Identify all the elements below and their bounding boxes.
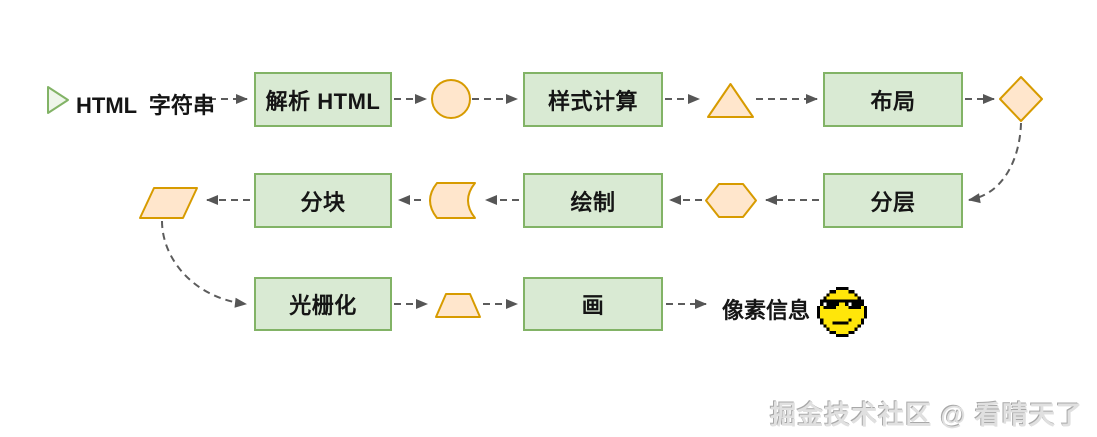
watermark-text: 掘金技术社区 @ 看晴天了 [770,400,1083,430]
node-layering-label: 分层 [870,189,916,215]
connector-parallelogram-to-rasterize-curve [161,220,247,308]
hexagon-shape [705,183,757,218]
start-label-html-string: HTML 字符串 [76,93,215,118]
node-paint-label: 绘制 [570,189,616,215]
parallelogram-shape [139,187,198,219]
node-rasterize-label: 光栅化 [289,293,357,318]
node-parse-html: 解析 HTML [254,72,392,127]
node-style-calc: 样式计算 [523,72,663,127]
node-layering: 分层 [823,173,963,228]
connector-diamond-to-layering-curve [968,122,1022,204]
node-draw-label: 画 [581,293,605,318]
triangle-shape [707,83,754,118]
diamond-shape [999,76,1043,122]
stored-data-shape [429,182,476,219]
node-layout-label: 布局 [870,88,916,114]
node-parse-html-label: 解析 HTML [265,88,381,114]
node-paint: 绘制 [523,173,663,228]
node-tiling: 分块 [254,173,392,228]
node-draw: 画 [523,277,663,331]
trapezoid-shape [435,293,481,318]
node-style-calc-label: 样式计算 [547,88,638,114]
play-triangle-icon [47,86,69,114]
end-label-pixel-info: 像素信息 [722,298,811,323]
node-tiling-label: 分块 [300,189,346,215]
node-rasterize: 光栅化 [254,277,392,331]
node-layout: 布局 [823,72,963,127]
circle-shape [431,79,471,119]
sunglasses-smiley-icon [817,287,867,337]
